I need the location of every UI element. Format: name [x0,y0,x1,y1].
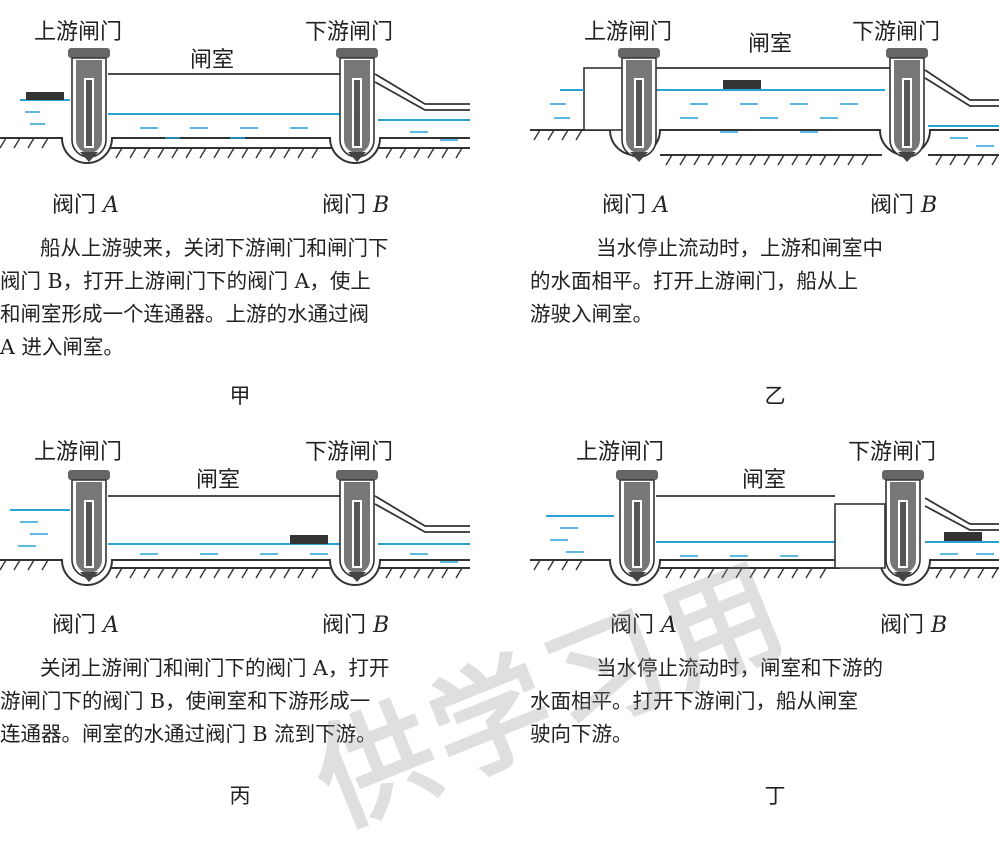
lock-diagram-jia [0,48,470,164]
description-jia: 船从上游驶来，关闭下游闸门和闸门下 阀门 B，打开上游闸门下的阀门 A，使上 和… [0,236,389,359]
caption-jia: 甲 [229,384,251,408]
valve-a-label: 阀门 A [610,613,677,638]
panel-bing: 上游闸门 闸室 下游闸门 阀门 A 阀门 B 关闭上游闸门和闸门下的阀门 A，打… [0,420,470,820]
downstream-gate-label: 下游闸门 [848,440,937,465]
valve-a-label: 阀门 A [602,193,669,218]
valve-b-label: 阀门 B [322,193,390,218]
lock-diagram-ding [530,470,999,586]
description-yi: 当水停止流动时，上游和闸室中 的水面相平。打开上游闸门，船从上 游驶入闸室。 [530,236,883,326]
lock-chamber-label: 闸室 [190,48,235,73]
description-bing: 关闭上游闸门和闸门下的阀门 A，打开 游闸门下的阀门 B，使闸室和下游形成一 连… [0,656,390,746]
panel-yi: 上游闸门 闸室 下游闸门 阀门 A 阀门 B 当水停止流动时，上游和闸室中 的水… [530,0,999,408]
panel-ding: 上游闸门 闸室 下游闸门 阀门 A 阀门 B 当水停止流动时，闸室和下游的 水面… [530,420,999,820]
upstream-gate-label: 上游闸门 [584,20,673,45]
upstream-gate-shape [68,48,110,162]
upstream-gate-label: 上游闸门 [34,440,123,465]
lock-chamber-label: 闸室 [196,468,241,493]
lock-diagram-yi [530,48,999,166]
panel-jia: 上游闸门 闸室 下游闸门 阀门 A 阀门 B 船从上游驶来，关闭下游闸门和闸门下… [0,0,470,408]
valve-a-label: 阀门 A [52,193,119,218]
caption-bing: 丙 [229,784,251,808]
valve-b-label: 阀门 B [880,613,948,638]
ship [26,92,64,100]
caption-ding: 丁 [764,784,786,808]
downstream-gate-label: 下游闸门 [852,20,941,45]
valve-b-label: 阀门 B [322,613,390,638]
description-ding: 当水停止流动时，闸室和下游的 水面相平。打开下游闸门，船从闸室 驶向下游。 [530,656,883,746]
valve-a-label: 阀门 A [52,613,119,638]
lock-chamber-label: 闸室 [742,468,787,493]
upstream-gate-label: 上游闸门 [34,20,123,45]
downstream-gate-shape [336,48,378,162]
downstream-gate-label: 下游闸门 [305,20,394,45]
valve-b-label: 阀门 B [870,193,938,218]
lock-diagram-bing [0,470,470,586]
downstream-gate-label: 下游闸门 [305,440,394,465]
caption-yi: 乙 [764,384,786,408]
lock-chamber-label: 闸室 [748,32,793,57]
upstream-gate-label: 上游闸门 [576,440,665,465]
